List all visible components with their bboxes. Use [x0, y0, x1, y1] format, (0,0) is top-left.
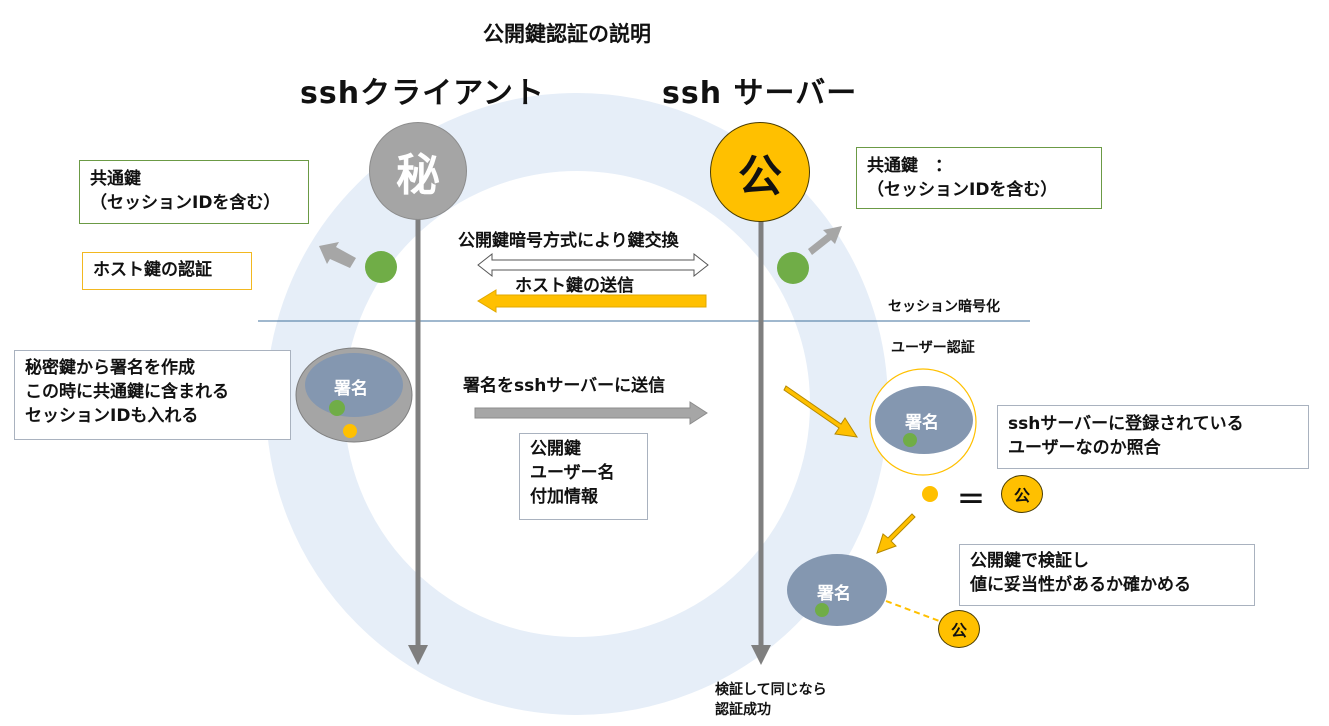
success-line1: 検証して同じなら [715, 682, 827, 698]
server-shared-key-line1: 共通鍵 ： [867, 156, 952, 176]
verify-signature-green-dot [815, 603, 829, 617]
secret-key-symbol: 秘 [396, 150, 440, 201]
registered-user-line1: sshサーバーに登録されている [1008, 414, 1244, 434]
host-key-send-arrow [477, 289, 707, 313]
host-key-auth-arrow [319, 242, 356, 268]
payload-extra-info: 付加情報 [530, 487, 598, 507]
server-shared-key-line2: （セッションIDを含む） [867, 180, 1058, 200]
create-signature-note: 秘密鍵から署名を作成 この時に共通鍵に含まれる セッションIDも入れる [14, 350, 291, 440]
server-signature-ellipse [875, 386, 973, 454]
verify-signature-ellipse [787, 554, 887, 626]
session-encrypt-label: セッション暗号化 [888, 299, 1000, 315]
payload-username: ユーザー名 [530, 463, 615, 483]
to-verify-signature-arrow [876, 513, 916, 554]
server-shared-key-box: 共通鍵 ： （セッションIDを含む） [856, 147, 1102, 209]
to-server-signature-arrow [783, 385, 858, 438]
public-key-small-symbol: 公 [1013, 486, 1030, 505]
client-signature-orange-dot [343, 424, 357, 438]
client-green-dot [365, 251, 397, 283]
host-key-send-label: ホスト鍵の送信 [515, 276, 634, 296]
verify-public-key-circle: 公 [938, 610, 980, 648]
payload-public-key: 公開鍵 [530, 439, 581, 459]
host-key-auth-box: ホスト鍵の認証 [82, 252, 252, 290]
equals-sign: ＝ [957, 483, 986, 516]
registered-user-line2: ユーザーなのか照合 [1008, 438, 1161, 458]
session-id-orange-dot [922, 486, 938, 502]
client-shared-key-box: 共通鍵 （セッションIDを含む） [79, 160, 309, 224]
client-signature-ellipse [305, 353, 403, 417]
page-title: 公開鍵認証の説明 [483, 22, 651, 46]
verify-dashed-line [885, 600, 943, 623]
success-line2: 認証成功 [715, 702, 771, 718]
create-signature-line3: セッションIDも入れる [25, 406, 199, 426]
client-heading: sshクライアント [300, 76, 545, 111]
server-signature-green-dot [903, 433, 917, 447]
verify-note-line1: 公開鍵で検証し [970, 551, 1089, 571]
server-shared-key-arrow [808, 226, 842, 255]
client-shared-key-line2: （セッションIDを含む） [90, 193, 281, 213]
verify-note-line2: 値に妥当性があるか確かめる [970, 575, 1191, 595]
send-signature-label: 署名をsshサーバーに送信 [463, 376, 666, 396]
secret-key-circle: 秘 [369, 122, 467, 220]
public-key-small-circle: 公 [1001, 475, 1043, 513]
client-signature-label: 署名 [334, 379, 368, 399]
key-exchange-arrow [477, 252, 709, 278]
server-green-dot [777, 252, 809, 284]
verify-note: 公開鍵で検証し 値に妥当性があるか確かめる [959, 544, 1255, 606]
server-signature-label: 署名 [905, 413, 939, 433]
verify-signature-label: 署名 [817, 584, 851, 604]
send-signature-arrow [474, 401, 708, 425]
verify-public-key-symbol: 公 [950, 621, 967, 640]
public-key-symbol: 公 [738, 151, 782, 202]
public-key-circle: 公 [710, 122, 810, 222]
client-signature-green-dot [329, 400, 345, 416]
registered-user-note: sshサーバーに登録されている ユーザーなのか照合 [997, 405, 1309, 469]
server-heading: ssh サーバー [662, 76, 858, 111]
key-exchange-label: 公開鍵暗号方式により鍵交換 [458, 231, 679, 251]
host-key-auth-label: ホスト鍵の認証 [93, 260, 212, 280]
payload-box: 公開鍵 ユーザー名 付加情報 [519, 433, 648, 520]
user-auth-label: ユーザー認証 [891, 340, 975, 356]
create-signature-line2: この時に共通鍵に含まれる [25, 382, 229, 402]
create-signature-line1: 秘密鍵から署名を作成 [25, 358, 195, 378]
client-shared-key-line1: 共通鍵 [90, 169, 141, 189]
success-label: 検証して同じなら 認証成功 [715, 680, 827, 720]
